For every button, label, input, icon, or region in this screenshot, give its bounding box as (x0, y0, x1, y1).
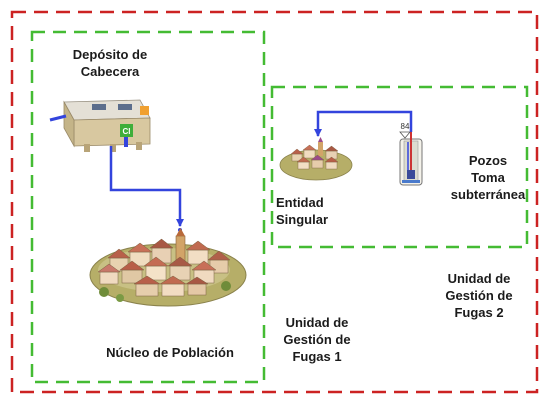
town-icon (89, 228, 247, 307)
chlorine-tag: Cl (123, 127, 131, 136)
label-unidad-gestion-1: Unidad de Gestión de Fugas 1 (283, 315, 351, 364)
label-deposito-cabecera: Depósito de Cabecera (72, 47, 148, 79)
zone-unidad-1 (30, 30, 266, 384)
well-icon: 84 (399, 122, 423, 186)
label-nucleo-poblacion: Núcleo de Población (106, 345, 234, 360)
outer-boundary (10, 10, 539, 394)
flow-arrow-well-to-village (314, 110, 413, 137)
well-tag: 84 (401, 122, 410, 131)
zone-unidad-2 (270, 85, 529, 249)
label-unidad-gestion-2: Unidad de Gestión de Fugas 2 (445, 271, 513, 320)
flow-arrow-tank-to-town (109, 146, 184, 227)
village-icon (279, 137, 353, 181)
label-entidad-singular: Entidad Singular (276, 195, 329, 227)
label-pozos-toma: Pozos Toma subterránea (450, 153, 526, 202)
water-tank-icon: Cl (49, 99, 151, 152)
